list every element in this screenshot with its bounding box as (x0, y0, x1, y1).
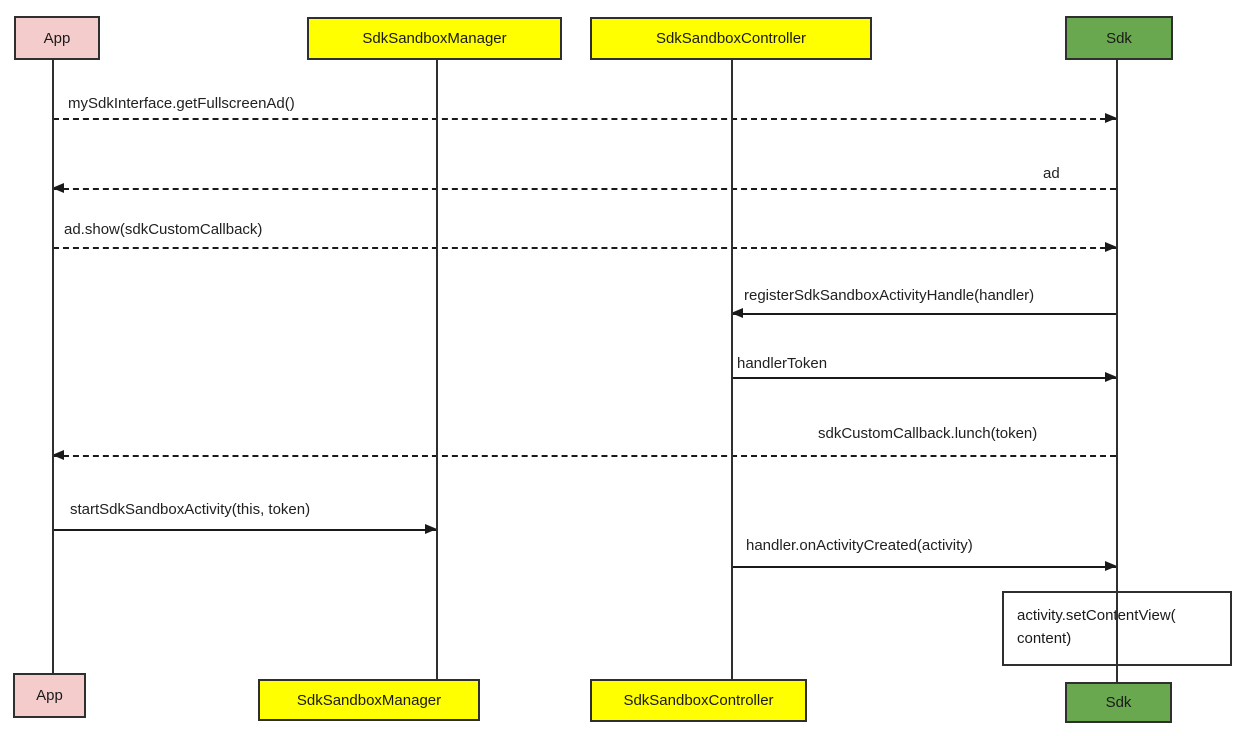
participant-sdk-sandbox-manager-top: SdkSandboxManager (307, 17, 562, 60)
message-arrow-start-activity (53, 524, 437, 534)
lifeline-app (52, 58, 54, 674)
lifeline-sdk-sandbox-controller (731, 59, 733, 680)
participant-sdk-sandbox-controller-top: SdkSandboxController (590, 17, 872, 60)
participant-sdk-top: Sdk (1065, 16, 1173, 60)
message-arrow-lunch-token (52, 450, 1116, 460)
participant-sdk-sandbox-controller-bottom: SdkSandboxController (590, 679, 807, 722)
message-arrow-handler-token (732, 372, 1117, 382)
message-arrow-on-activity-created (732, 561, 1117, 571)
message-arrow-register-handle (731, 308, 1116, 318)
message-label-getfullscreenad: mySdkInterface.getFullscreenAd() (68, 95, 295, 112)
arrowhead-icon (1105, 113, 1117, 123)
message-arrow-getfullscreenad (53, 113, 1117, 123)
message-label-ad: ad (1043, 165, 1060, 182)
arrowhead-icon (731, 308, 743, 318)
arrowhead-icon (1105, 372, 1117, 382)
participant-sdk-bottom: Sdk (1065, 682, 1172, 723)
arrowhead-icon (1105, 561, 1117, 571)
participant-sdk-sandbox-manager-bottom: SdkSandboxManager (258, 679, 480, 721)
message-arrow-ad-show (53, 242, 1117, 252)
arrowhead-icon (52, 450, 64, 460)
arrowhead-icon (52, 183, 64, 193)
lifeline-sdk (1116, 59, 1118, 683)
participant-app-top: App (14, 16, 100, 60)
message-label-start-activity: startSdkSandboxActivity(this, token) (70, 501, 311, 518)
arrowhead-icon (425, 524, 437, 534)
message-label-ad-show: ad.show(sdkCustomCallback) (64, 221, 263, 238)
message-label-register-handle: registerSdkSandboxActivityHandle(handler… (744, 287, 1035, 304)
message-arrow-ad (52, 183, 1116, 193)
message-label-handler-token: handlerToken (737, 355, 828, 372)
arrowhead-icon (1105, 242, 1117, 252)
lifeline-sdk-sandbox-manager (436, 59, 438, 680)
message-label-on-activity-created: handler.onActivityCreated(activity) (746, 537, 973, 554)
participant-app-bottom: App (13, 673, 86, 718)
message-label-lunch-token: sdkCustomCallback.lunch(token) (818, 425, 1038, 442)
